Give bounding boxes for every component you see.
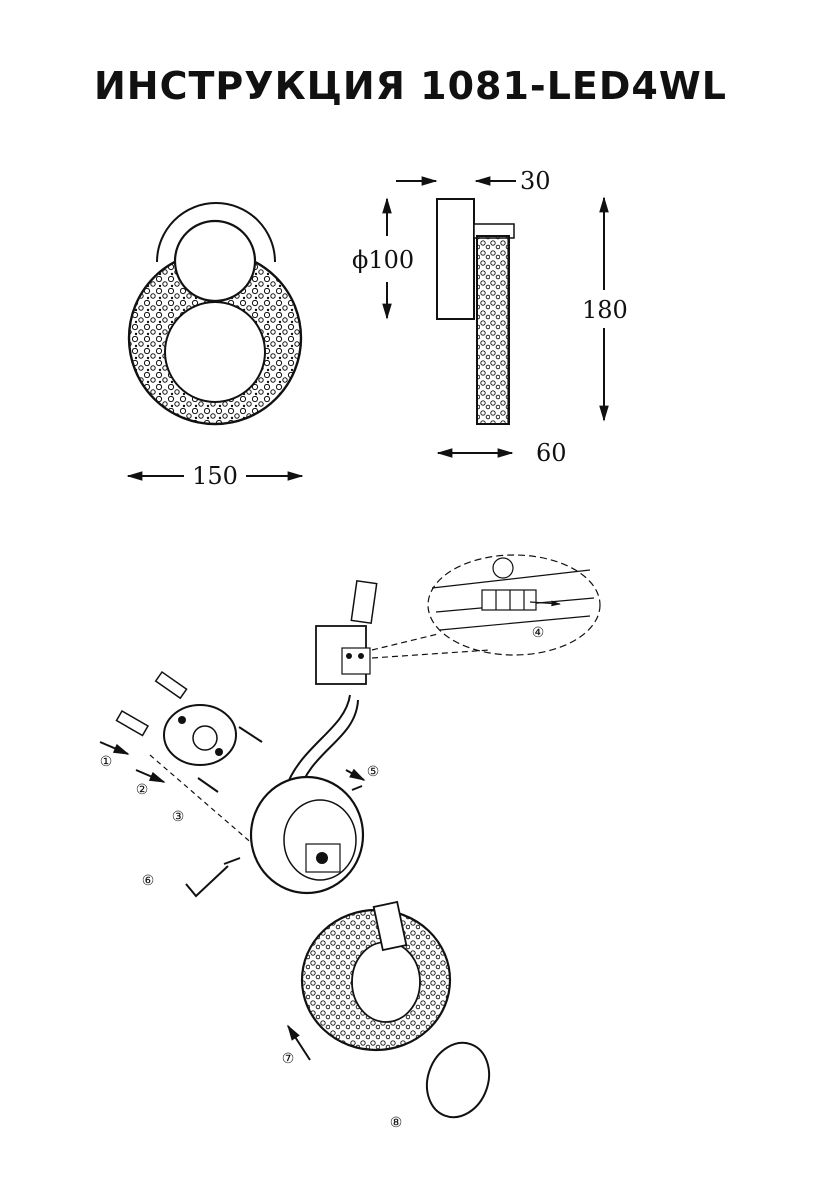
- lamp-body: [249, 775, 365, 895]
- ring-diffuser: [300, 900, 452, 1052]
- step-3: ③: [172, 809, 185, 825]
- step-2: ②: [136, 782, 149, 798]
- wall-anchors: [115, 670, 263, 793]
- diameter-label: ϕ100: [352, 246, 414, 274]
- depth-top-label: 30: [520, 167, 551, 195]
- exploded-assembly: [99, 554, 601, 1119]
- inner-ring-opening: [164, 301, 266, 403]
- wall-plate-outline: [156, 202, 276, 263]
- depth-total-label: 60: [536, 439, 567, 467]
- side-view: 30 ϕ100 180 60: [352, 167, 628, 467]
- step-1: ①: [100, 754, 113, 770]
- set-screw: [351, 785, 363, 791]
- power-wire: [284, 694, 351, 791]
- step-labels: ① ② ③ ④ ⑤ ⑥ ⑦ ⑧: [100, 625, 545, 1131]
- mounting-bracket: [163, 704, 237, 766]
- cover-disc: [425, 1041, 491, 1119]
- step-4: ④: [532, 625, 545, 641]
- step-7: ⑦: [282, 1051, 295, 1067]
- step-5: ⑤: [367, 764, 380, 780]
- ring-side: [476, 235, 510, 425]
- canopy-side: [436, 198, 475, 320]
- detail-screw: [492, 557, 514, 579]
- page-title: ИНСТРУКЦИЯ 1081-LED4WL: [94, 64, 727, 108]
- detail-terminal-block: [481, 589, 537, 611]
- lamp-body-circle: [173, 219, 257, 303]
- front-view: 150: [126, 202, 304, 490]
- height-label: 180: [582, 296, 628, 324]
- step-6: ⑥: [142, 873, 155, 889]
- step-8: ⑧: [390, 1115, 403, 1131]
- wire-sleeve: [350, 579, 378, 625]
- hex-key: [185, 865, 229, 898]
- width-label: 150: [192, 462, 238, 490]
